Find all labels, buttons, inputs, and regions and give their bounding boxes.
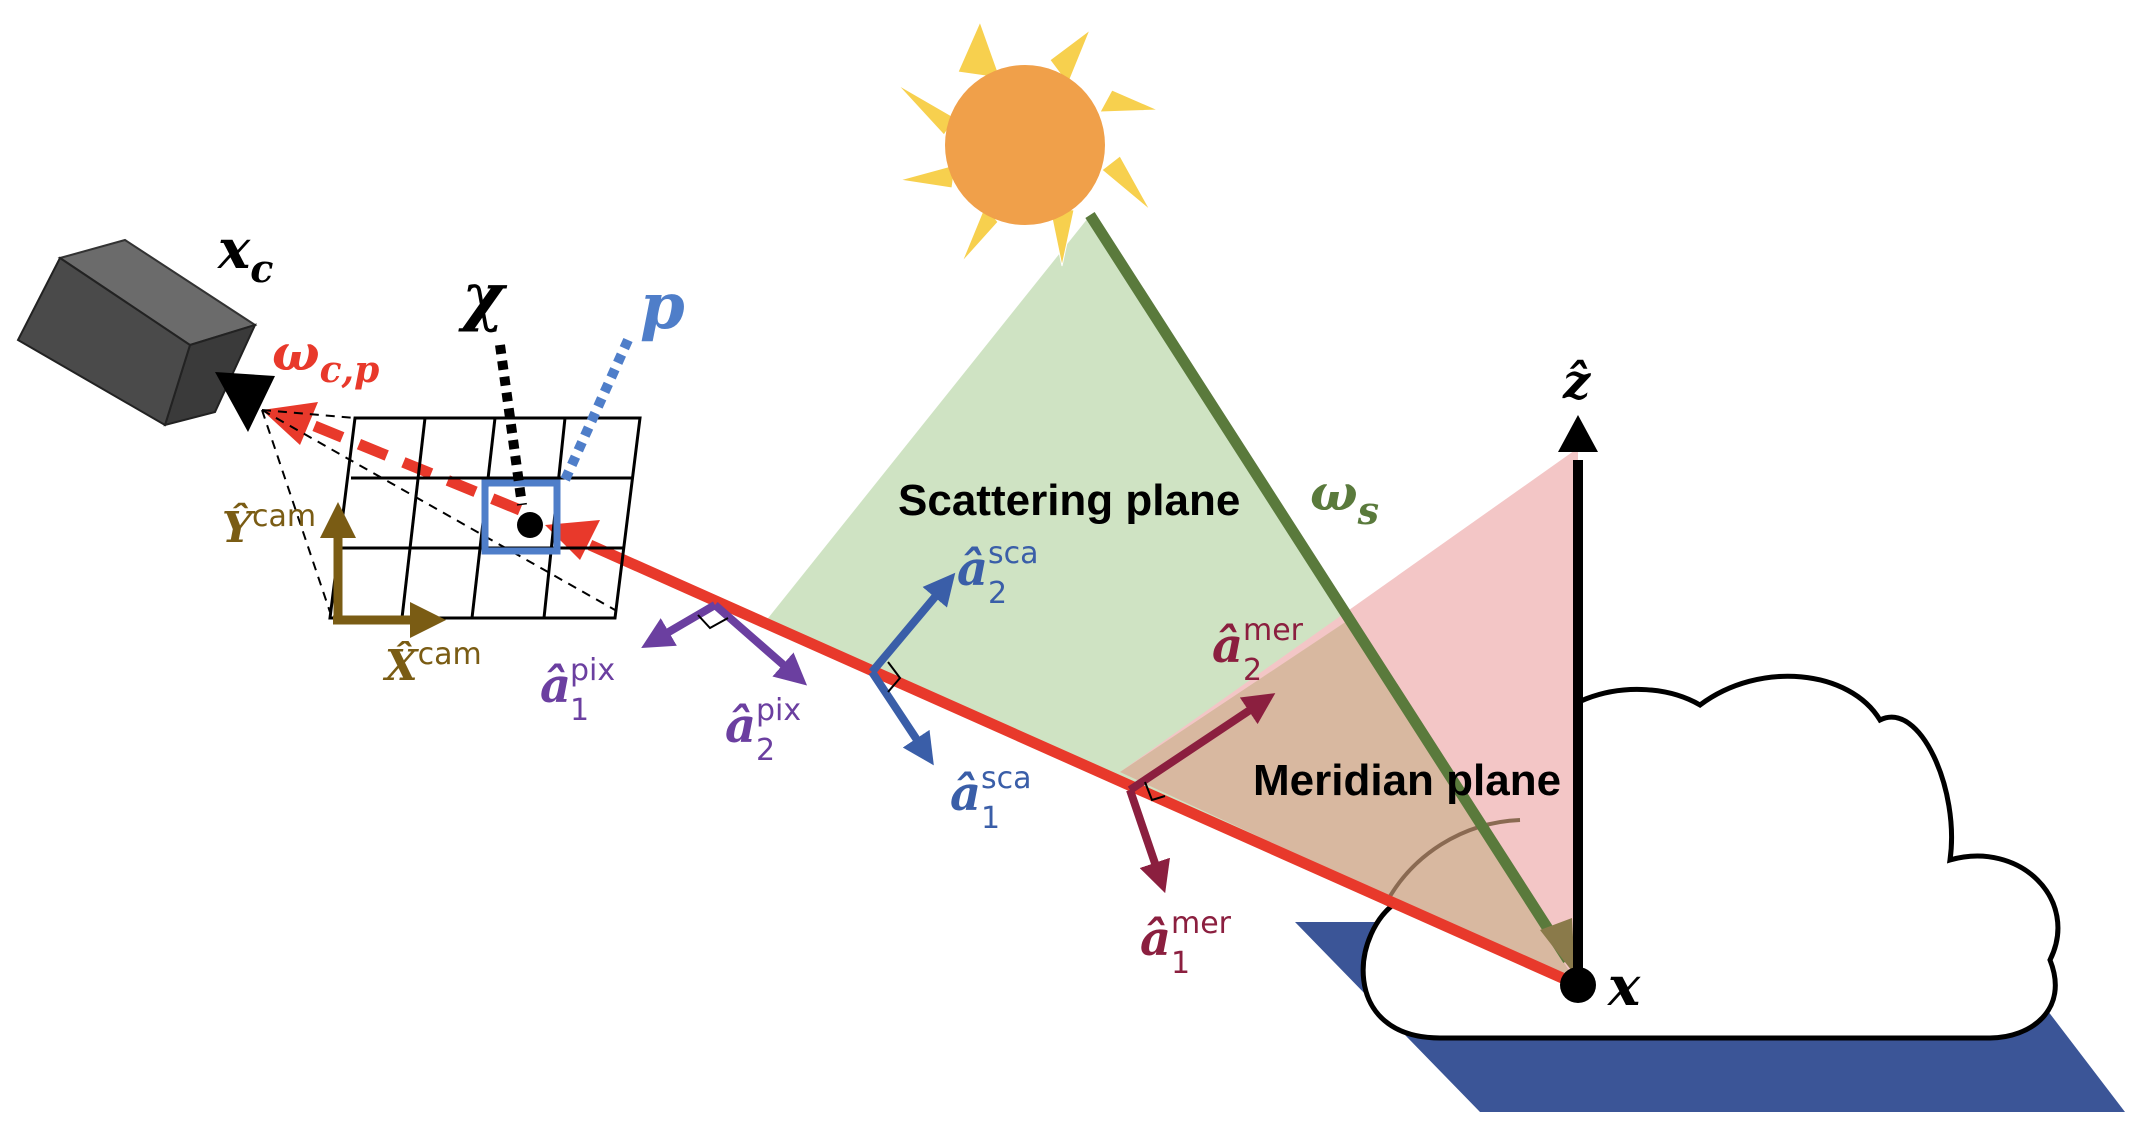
x-c-sub: c <box>250 246 273 291</box>
a2-pix-label: â pix 2 <box>725 693 801 768</box>
x-cam-label: X̂cam <box>382 637 482 690</box>
a2-mer-sup: mer <box>1243 613 1304 648</box>
sun-disc <box>945 65 1105 225</box>
a2-pix-vector <box>712 601 808 686</box>
a-pix-right-angle <box>697 614 729 630</box>
omega-cp-main: ω <box>272 323 320 382</box>
a2-pix-main: â <box>725 698 756 754</box>
a1-sca-vector <box>868 669 934 766</box>
omega-cp-label: ωc,p <box>272 323 379 391</box>
a-sca-right-angle <box>887 661 902 693</box>
y-cam-main: Ŷ <box>222 502 256 552</box>
a1-sca-label: â sca 1 <box>950 761 1032 836</box>
a1-mer-main: â <box>1140 911 1171 967</box>
a1-pix-label: â pix 1 <box>540 653 615 728</box>
a1-pix-main: â <box>540 658 571 714</box>
meridian-plane-label: Meridian plane <box>1253 756 1561 805</box>
a1-pix-sub: 1 <box>570 693 589 728</box>
a2-pix-sup: pix <box>756 693 801 728</box>
frustum-lines <box>261 409 616 613</box>
a1-pix-vector <box>641 601 718 649</box>
a2-pix-sub: 2 <box>756 733 775 768</box>
a2-sca-main: â <box>957 541 988 597</box>
a2-sca-label: â sca 2 <box>957 536 1039 611</box>
camera-ray-arrowhead <box>262 402 318 445</box>
point-x-dot <box>1560 967 1596 1003</box>
chi-dotted-line <box>495 344 527 506</box>
a1-mer-sub: 1 <box>1171 946 1190 981</box>
sun <box>897 20 1159 267</box>
x-cam-main: X̂ <box>382 639 419 690</box>
plane-overlap <box>1120 619 1578 985</box>
x-c-main: x <box>217 217 251 281</box>
x-cam-sup: cam <box>418 637 482 672</box>
p-label: p <box>640 269 685 344</box>
a2-mer-vector <box>1127 693 1276 794</box>
z-axis-arrowhead <box>1558 415 1598 452</box>
camera-side <box>16 256 192 427</box>
p-dotted-line <box>560 337 633 483</box>
pixel-box <box>481 479 561 555</box>
a1-sca-sup: sca <box>981 761 1032 796</box>
a1-sca-sub: 1 <box>981 801 1000 836</box>
sun-direction-line <box>1085 212 1573 963</box>
pixel-center-dot <box>517 512 543 538</box>
y-cam-sup: cam <box>252 499 316 534</box>
a2-mer-sub: 2 <box>1243 653 1262 688</box>
camera-direction-arrowhead <box>215 372 275 432</box>
scattering-plane-label: Scattering plane <box>898 476 1240 525</box>
z-hat-label: ẑ <box>1562 354 1592 410</box>
a2-sca-vector <box>868 572 956 675</box>
sun-rays <box>897 20 1159 267</box>
x-c-label: xc <box>217 217 273 291</box>
a2-mer-main: â <box>1212 618 1243 674</box>
line-of-sight-ray <box>587 539 1581 991</box>
x-point-label: x <box>1607 954 1641 1018</box>
chi-label: χ <box>458 259 508 334</box>
a2-sca-sup: sca <box>988 536 1039 571</box>
camera <box>16 238 258 427</box>
omega-s-sub: s <box>1357 488 1379 533</box>
y-cam-label: Ŷcam <box>222 499 316 552</box>
omega-s-label: ωs <box>1310 463 1379 533</box>
omega-s-main: ω <box>1310 463 1358 522</box>
a2-mer-label: â mer 2 <box>1212 613 1304 688</box>
a1-pix-sup: pix <box>570 653 615 688</box>
a1-mer-label: â mer 1 <box>1140 906 1232 981</box>
a-mer-right-angle <box>1144 781 1166 802</box>
sun-direction-arrowhead <box>1540 918 1575 975</box>
a1-sca-main: â <box>950 766 981 822</box>
a1-mer-sup: mer <box>1171 906 1232 941</box>
angle-arc <box>1383 818 1521 906</box>
a1-mer-vector <box>1126 788 1170 894</box>
omega-cp-sub: c,p <box>320 349 380 391</box>
camera-ray-dashed <box>297 414 523 516</box>
a2-sca-sub: 2 <box>988 576 1007 611</box>
